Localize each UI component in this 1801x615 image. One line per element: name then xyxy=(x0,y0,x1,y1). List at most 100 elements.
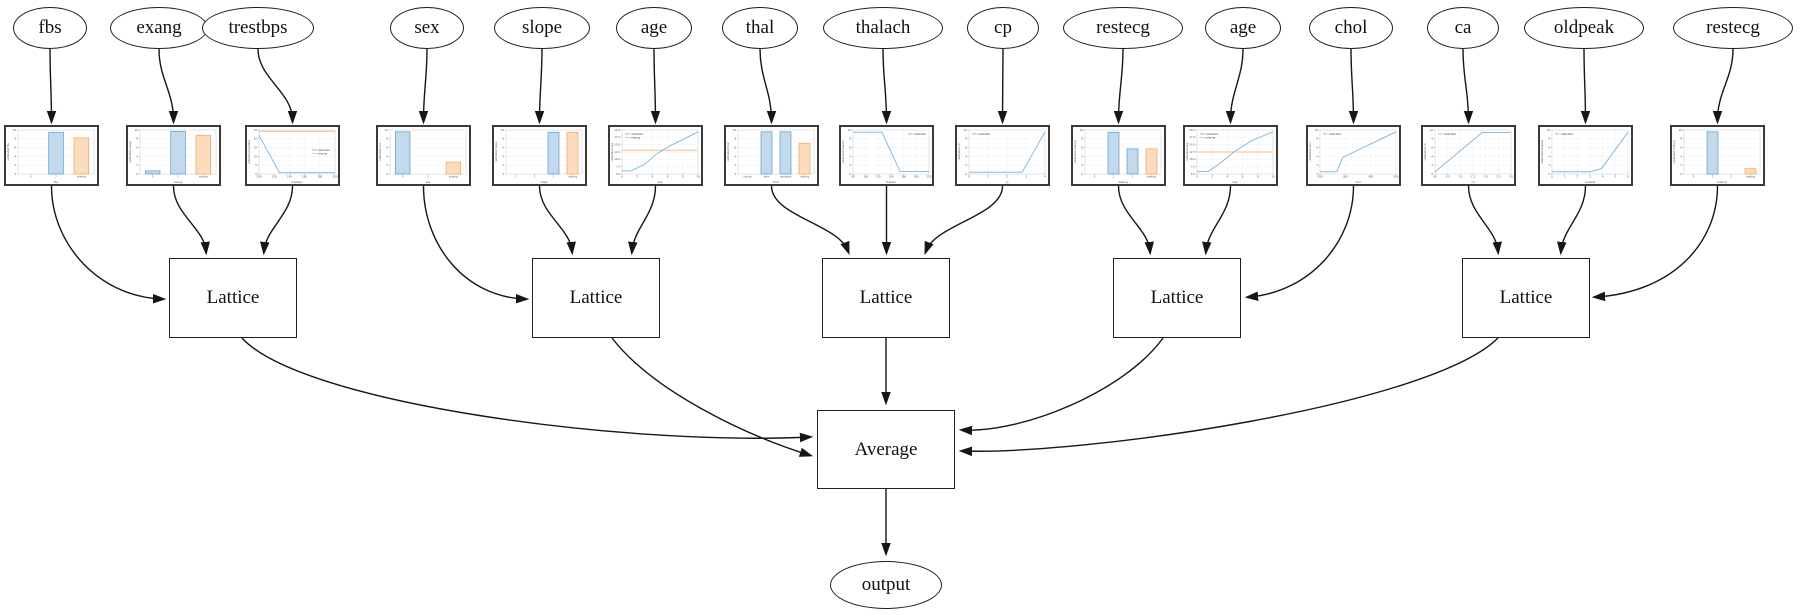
svg-text:0.0: 0.0 xyxy=(1433,175,1437,179)
svg-text:10: 10 xyxy=(848,128,852,132)
svg-text:8: 8 xyxy=(1081,137,1083,141)
feature-label: oldpeak xyxy=(1553,17,1615,38)
lattice-label: Lattice xyxy=(206,287,260,308)
svg-text:0: 0 xyxy=(152,176,154,179)
svg-text:4: 4 xyxy=(1227,175,1229,179)
feature-label: sex xyxy=(414,17,440,38)
svg-text:4: 4 xyxy=(1431,154,1433,158)
svg-text:0: 0 xyxy=(1094,176,1096,179)
feature-node-sex: sex xyxy=(390,7,464,49)
svg-text:15.0: 15.0 xyxy=(614,143,620,147)
svg-text:0: 0 xyxy=(621,175,623,179)
svg-text:thalach: thalach xyxy=(886,180,896,184)
svg-text:4: 4 xyxy=(1316,154,1318,158)
svg-text:1: 1 xyxy=(177,176,179,179)
svg-text:8: 8 xyxy=(14,137,16,141)
svg-text:0: 0 xyxy=(402,176,404,179)
svg-text:10: 10 xyxy=(13,128,17,132)
svg-text:10.0: 10.0 xyxy=(614,157,620,161)
svg-text:oldpeak: oldpeak xyxy=(1585,180,1596,184)
svg-text:0: 0 xyxy=(255,172,257,176)
feature-node-cp: cp xyxy=(967,7,1039,49)
svg-text:5.0: 5.0 xyxy=(1191,172,1195,176)
lattice-label: Lattice xyxy=(1150,287,1204,308)
feature-label: cp xyxy=(994,17,1012,38)
svg-text:160: 160 xyxy=(901,175,906,179)
svg-text:4: 4 xyxy=(502,154,504,158)
svg-text:6: 6 xyxy=(386,146,388,150)
svg-text:6: 6 xyxy=(849,146,851,150)
svg-text:2: 2 xyxy=(1006,175,1008,179)
average-node: Average xyxy=(817,410,955,489)
svg-text:chol: chol xyxy=(1355,180,1361,184)
svg-text:2: 2 xyxy=(1680,163,1682,167)
svg-text:calibrated thal: calibrated thal xyxy=(726,142,730,161)
svg-text:0.5: 0.5 xyxy=(1446,175,1450,179)
svg-text:400: 400 xyxy=(1368,175,1373,179)
svg-text:8: 8 xyxy=(1548,137,1550,141)
svg-text:8: 8 xyxy=(136,137,138,141)
svg-text:2: 2 xyxy=(1548,163,1550,167)
svg-text:calibrated oldpeak: calibrated oldpeak xyxy=(1540,139,1544,164)
feature-label: thalach xyxy=(855,17,911,38)
feature-node-exang: exang xyxy=(110,7,208,49)
svg-text:140: 140 xyxy=(889,175,894,179)
svg-text:fixed: fixed xyxy=(764,176,770,179)
svg-text:age: age xyxy=(657,180,662,184)
svg-text:8: 8 xyxy=(734,137,736,141)
feature-label: age xyxy=(640,17,668,38)
svg-text:8: 8 xyxy=(849,137,851,141)
svg-text:3: 3 xyxy=(1025,175,1027,179)
svg-text:0: 0 xyxy=(386,172,388,176)
svg-text:6: 6 xyxy=(1316,146,1318,150)
feature-node-slope: slope xyxy=(494,7,590,49)
svg-text:1: 1 xyxy=(987,175,989,179)
svg-text:10: 10 xyxy=(964,128,968,132)
svg-text:4: 4 xyxy=(1680,154,1682,158)
svg-text:1: 1 xyxy=(1712,176,1714,179)
svg-text:calibrated age: calibrated age xyxy=(610,142,614,161)
svg-text:1: 1 xyxy=(1113,176,1115,179)
svg-text:sex: sex xyxy=(426,180,431,184)
svg-text:missing: missing xyxy=(568,176,577,179)
svg-text:0: 0 xyxy=(1081,172,1083,176)
svg-text:calibrated: calibrated xyxy=(978,132,991,136)
svg-text:1.0: 1.0 xyxy=(1458,175,1462,179)
svg-text:8: 8 xyxy=(682,175,684,179)
feature-node-chol: chol xyxy=(1309,7,1393,49)
svg-text:10: 10 xyxy=(135,128,139,132)
svg-text:8: 8 xyxy=(1431,137,1433,141)
svg-text:2: 2 xyxy=(1731,176,1733,179)
svg-text:80: 80 xyxy=(851,175,855,179)
svg-text:2: 2 xyxy=(965,163,967,167)
lattice-label: Lattice xyxy=(569,287,623,308)
feature-label: chol xyxy=(1334,17,1368,38)
svg-text:2.5: 2.5 xyxy=(1496,175,1500,179)
svg-text:10: 10 xyxy=(1080,128,1084,132)
svg-text:thal: thal xyxy=(773,180,778,184)
svg-text:0: 0 xyxy=(1316,172,1318,176)
svg-text:160: 160 xyxy=(302,175,307,179)
svg-text:25: 25 xyxy=(254,128,258,132)
svg-text:6: 6 xyxy=(1548,146,1550,150)
lattice-node-3: Lattice xyxy=(822,258,950,338)
svg-text:200: 200 xyxy=(927,175,932,179)
svg-text:15: 15 xyxy=(254,146,258,150)
feature-node-ca: ca xyxy=(1427,7,1499,49)
feature-node-oldpeak: oldpeak xyxy=(1524,7,1644,49)
svg-text:0: 0 xyxy=(965,172,967,176)
svg-text:8: 8 xyxy=(386,137,388,141)
svg-text:10: 10 xyxy=(254,154,258,158)
svg-text:120: 120 xyxy=(272,175,277,179)
feature-node-thal: thal xyxy=(722,7,798,49)
lattice-node-2: Lattice xyxy=(532,258,660,338)
feature-label: restecg xyxy=(1096,17,1150,38)
feature-node-thalach: thalach xyxy=(823,7,943,49)
feature-node-restecg-2: restecg xyxy=(1673,7,1793,49)
